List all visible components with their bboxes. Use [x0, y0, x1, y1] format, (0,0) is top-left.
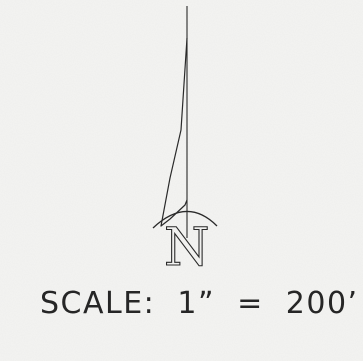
- scale-label: SCALE: 1” = 200’: [40, 286, 359, 321]
- north-letter: N: [163, 218, 210, 278]
- north-arrow-arc: [152, 210, 218, 229]
- north-arrow-needle: [160, 37, 188, 227]
